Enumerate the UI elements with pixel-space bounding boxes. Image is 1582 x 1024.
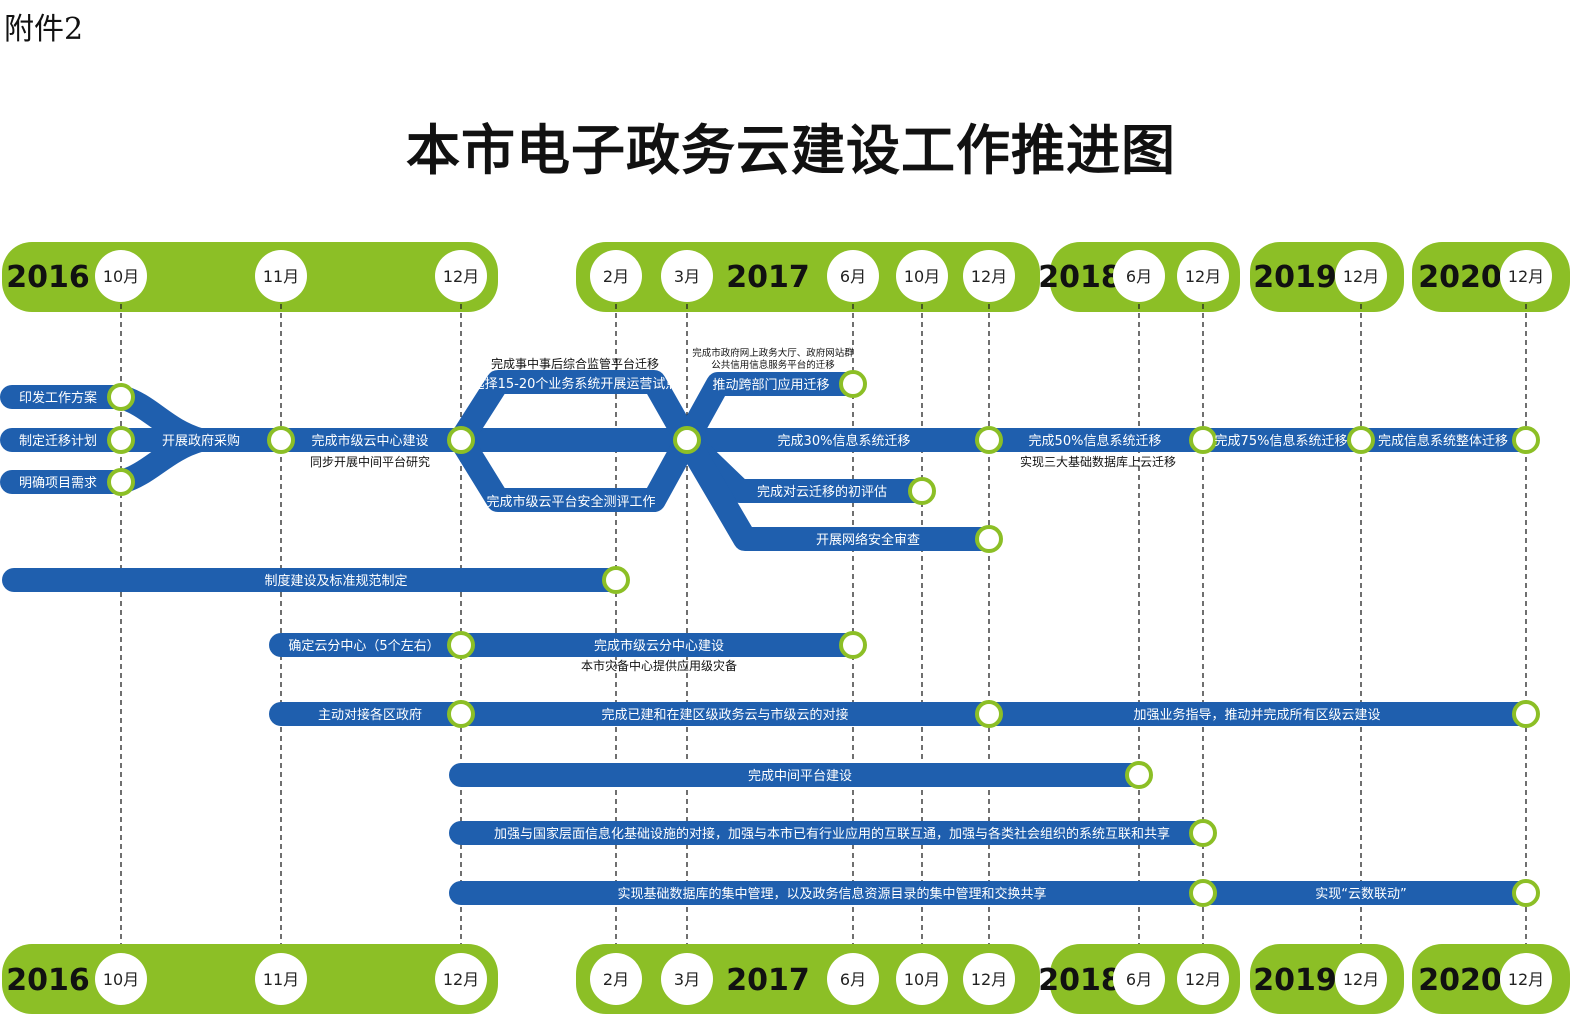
year-2020: 2020 — [1418, 260, 1502, 295]
year-2018: 2018 — [1038, 260, 1122, 295]
task-middle-platform: 完成中间平台建设 — [748, 769, 852, 784]
task-cross-dept-migration: 推动跨部门应用迁移 — [712, 377, 829, 393]
task-issue-plan: 印发工作方案 — [19, 390, 97, 406]
task-standards: 制度建设及标准规范制定 — [264, 573, 407, 589]
month-label: 11月 — [263, 267, 299, 286]
task-branch-centers-done: 完成市级云分中心建设 — [594, 638, 724, 654]
month-label: 10月 — [904, 267, 940, 286]
task-district-contact: 主动对接各区政府 — [318, 707, 422, 723]
milestones — [107, 370, 1540, 907]
month-label: 6月 — [1126, 970, 1152, 989]
task-migrate-30: 完成30%信息系统迁移 — [778, 433, 911, 449]
month-label: 12月 — [1508, 267, 1544, 286]
attachment-label: 附件2 — [4, 12, 84, 47]
task-branch-centers: 确定云分中心（5个左右） — [288, 639, 439, 654]
task-interconnect: 加强与国家层面信息化基础设施的对接，加强与本市已有行业应用的互联互通，加强与各类… — [494, 826, 1170, 842]
year-2019: 2019 — [1253, 260, 1337, 295]
month-label: 12月 — [971, 970, 1007, 989]
month-label: 10月 — [904, 970, 940, 989]
task-migrate-all: 完成信息系统整体迁移 — [1378, 433, 1508, 449]
month-label: 12月 — [443, 267, 479, 286]
year-2017: 2017 — [726, 260, 810, 295]
month-label: 12月 — [1343, 970, 1379, 989]
task-gov-procurement: 开展政府采购 — [162, 433, 240, 449]
task-network-security-review: 开展网络安全审查 — [816, 532, 920, 548]
month-label: 12月 — [1185, 267, 1221, 286]
timeline-bottom: 2016 2017 2018 2019 2020 10月 11月 12月 2月 … — [2, 944, 1570, 1014]
month-label: 6月 — [1126, 267, 1152, 286]
task-migration-plan: 制定迁移计划 — [19, 434, 97, 449]
month-label: 10月 — [103, 267, 139, 286]
note-city-cloud-center: 同步开展中间平台研究 — [310, 454, 430, 469]
month-label: 2月 — [603, 970, 629, 989]
timeline-top: 2016 2017 2018 2019 2020 10月 11月 12月 2月 … — [2, 242, 1570, 312]
month-label: 12月 — [1508, 970, 1544, 989]
task-city-cloud-center: 完成市级云中心建设 — [311, 433, 428, 449]
task-district-connect: 完成已建和在建区级政务云与市级云的对接 — [601, 707, 848, 723]
year-2016: 2016 — [6, 260, 90, 295]
task-clarify-needs: 明确项目需求 — [19, 476, 97, 491]
track-labels: 印发工作方案 制定迁移计划 明确项目需求 开展政府采购 完成市级云中心建设 选择… — [19, 376, 1508, 902]
task-migrate-75: 完成75%信息系统迁移 — [1215, 433, 1348, 449]
guide-lines — [120, 304, 1527, 950]
note-cross-dept-1: 完成市政府网上政务大厅、政府网站群 — [692, 347, 854, 359]
month-label: 12月 — [971, 267, 1007, 286]
note-cross-dept-2: 公共信用信息服务平台的迁移 — [711, 359, 835, 371]
page-title: 本市电子政务云建设工作推进图 — [406, 118, 1176, 182]
month-label: 12月 — [1185, 970, 1221, 989]
year-2020: 2020 — [1418, 963, 1502, 998]
notes: 完成事中事后综合监管平台迁移 完成市政府网上政务大厅、政府网站群 公共信用信息服… — [310, 347, 1176, 673]
month-label: 3月 — [674, 970, 700, 989]
month-label: 11月 — [263, 970, 299, 989]
task-centralized-data: 实现基础数据库的集中管理，以及政务信息资源目录的集中管理和交换共享 — [617, 886, 1046, 902]
task-security-test: 完成市级云平台安全测评工作 — [486, 494, 655, 510]
year-2019: 2019 — [1253, 963, 1337, 998]
month-label: 3月 — [674, 267, 700, 286]
year-2016: 2016 — [6, 963, 90, 998]
month-label: 6月 — [840, 970, 866, 989]
year-2018: 2018 — [1038, 963, 1122, 998]
month-label: 10月 — [103, 970, 139, 989]
month-label: 6月 — [840, 267, 866, 286]
month-label: 12月 — [1343, 267, 1379, 286]
note-branch-centers: 本市灾备中心提供应用级灾备 — [581, 658, 737, 673]
month-label: 2月 — [603, 267, 629, 286]
year-2017: 2017 — [726, 963, 810, 998]
tracks — [0, 370, 1538, 905]
task-initial-assessment: 完成对云迁移的初评估 — [757, 484, 887, 500]
task-migrate-50: 完成50%信息系统迁移 — [1029, 433, 1162, 449]
month-label: 12月 — [443, 970, 479, 989]
note-migrate-50: 实现三大基础数据库上云迁移 — [1020, 454, 1176, 469]
task-pilot-systems: 选择15-20个业务系统开展运营试点 — [472, 376, 679, 392]
task-cloud-data-link: 实现“云数联动” — [1315, 887, 1406, 902]
task-district-guidance: 加强业务指导，推动并完成所有区级云建设 — [1133, 707, 1380, 723]
note-supervision-platform: 完成事中事后综合监管平台迁移 — [491, 356, 659, 371]
